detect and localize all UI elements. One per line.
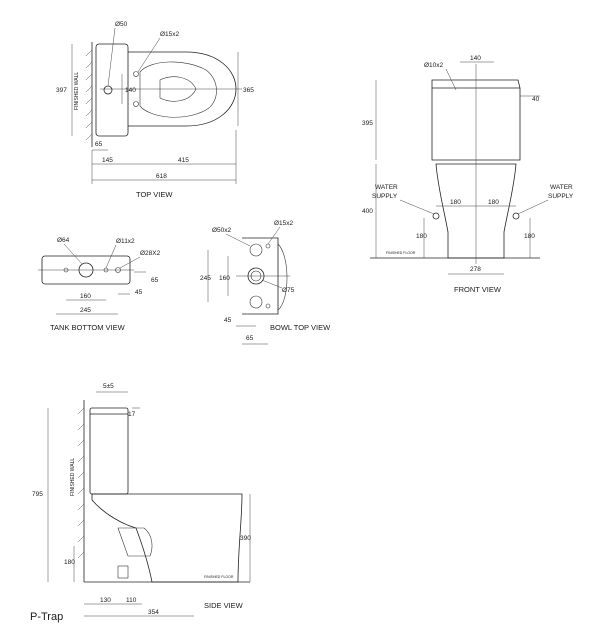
top-view-365: 365 — [243, 87, 254, 94]
bowl-top-d15x2: Ø15x2 — [274, 220, 294, 227]
top-view-397: 397 — [56, 87, 67, 94]
bowl-top-245: 245 — [200, 275, 211, 282]
top-view-618: 618 — [156, 173, 167, 180]
bowl-top-bolt-upper — [265, 243, 271, 249]
side-view-130: 130 — [100, 597, 111, 604]
side-view-110: 110 — [126, 597, 137, 604]
top-view-145: 145 — [102, 157, 113, 164]
tank-bottom-d11x2: Ø11x2 — [116, 238, 135, 245]
top-view-d15x2: Ø15x2 — [160, 31, 180, 38]
side-view-gap: 5±5 — [103, 383, 114, 390]
top-view-bolt-hole-upper — [133, 71, 139, 77]
top-view-tank — [95, 43, 129, 137]
front-view-180-left: 180 — [450, 199, 461, 206]
front-view-supply-left-1: WATER — [375, 184, 398, 191]
front-view-278: 278 — [470, 266, 481, 273]
tank-bottom-d64: Ø64 — [57, 237, 70, 244]
bowl-top-65: 65 — [246, 335, 254, 342]
side-view-17: 17 — [128, 411, 136, 418]
top-view-title: TOP VIEW — [136, 190, 173, 199]
bowl-top-d50x2-leader — [225, 233, 251, 247]
top-view-415: 415 — [178, 157, 189, 164]
top-view-140: 140 — [125, 87, 136, 94]
front-view-d10x2: Ø10x2 — [424, 62, 444, 69]
side-view-390: 390 — [240, 535, 251, 542]
side-view-wall-hatch — [77, 407, 85, 559]
front-view-supply-right-leader — [517, 199, 549, 215]
top-view-d50-leader — [107, 27, 116, 87]
bowl-top-45: 45 — [224, 317, 232, 324]
side-view-p-trap — [117, 527, 153, 557]
p-trap-label: P-Trap — [30, 611, 63, 623]
tank-bottom-title: TANK BOTTOM VIEW — [50, 323, 126, 332]
front-view-supply-right-1: WATER — [550, 184, 573, 191]
front-view-floor-label: FINISHED FLOOR — [386, 251, 416, 255]
side-view-795: 795 — [32, 491, 43, 498]
side-view-outlet — [117, 565, 129, 579]
front-view-180-vert-left: 180 — [416, 233, 427, 240]
top-view-wall-hatch — [85, 49, 93, 141]
side-view: FINISHED WALL FINISHED FLOOR 5±5 17 795 … — [32, 383, 251, 617]
top-view-bolt-hole-lower — [133, 101, 139, 107]
top-view: FINISHED WALL Ø50 Ø15x2 397 140 365 65 1… — [56, 21, 254, 199]
bowl-top-view: Ø50x2 Ø15x2 245 160 Ø75 45 65 BOWL TOP V… — [200, 220, 331, 345]
front-view-supply-left — [432, 212, 440, 220]
front-view-supply-left-2: SUPPLY — [372, 193, 398, 200]
front-view-400: 400 — [362, 208, 373, 215]
front-view-140: 140 — [470, 55, 481, 62]
tank-bottom-d11x2-leader — [105, 244, 117, 269]
tank-bottom-45: 45 — [135, 289, 143, 296]
front-view-395: 395 — [362, 120, 373, 127]
front-view-supply-right — [512, 212, 520, 220]
front-view-supply-left-leader — [399, 199, 435, 215]
top-view-outlet-hole — [103, 85, 113, 95]
side-view-floor-label: FINISHED FLOOR — [204, 575, 234, 579]
top-view-wall-label: FINISHED WALL — [74, 72, 80, 110]
side-view-tank — [89, 407, 129, 495]
side-view-180: 180 — [64, 559, 75, 566]
tank-bottom-65: 65 — [151, 277, 159, 284]
bowl-top-curve — [277, 243, 288, 311]
front-view: FINISHED FLOOR Ø10x2 140 40 395 400 WATE… — [362, 55, 574, 294]
bowl-top-160: 160 — [219, 275, 230, 282]
top-view-bowl-rim — [139, 61, 217, 118]
side-view-title: SIDE VIEW — [204, 601, 244, 610]
front-view-180-right: 180 — [488, 199, 499, 206]
top-view-d15x2-leader — [137, 37, 161, 73]
top-view-65: 65 — [95, 141, 103, 148]
tank-bottom-view: Ø64 Ø11x2 Ø28X2 65 45 160 245 TANK BOTTO… — [38, 237, 161, 332]
top-view-d50: Ø50 — [115, 21, 128, 28]
tank-bottom-d64-leader — [63, 243, 83, 265]
front-view-supply-right-2: SUPPLY — [548, 193, 574, 200]
side-view-wall-label: FINISHED WALL — [70, 458, 76, 496]
side-view-bowl — [91, 493, 243, 583]
tank-bottom-d28x2: Ø28X2 — [140, 250, 161, 257]
bowl-top-hole-lower — [249, 295, 263, 309]
bowl-top-hole-upper — [249, 243, 263, 257]
bowl-top-d75-leader — [261, 279, 283, 289]
side-view-354: 354 — [148, 609, 159, 616]
bowl-top-bolt-lower — [265, 303, 271, 309]
bowl-top-d75: Ø75 — [282, 287, 295, 294]
tank-bottom-d28x2-leader — [119, 256, 141, 269]
tank-bottom-160: 160 — [80, 293, 91, 300]
bowl-top-d15x2-leader — [267, 226, 281, 245]
front-view-title: FRONT VIEW — [454, 285, 502, 294]
front-view-40: 40 — [532, 96, 540, 103]
bowl-top-d50x2: Ø50x2 — [212, 227, 232, 234]
bowl-top-title: BOWL TOP VIEW — [270, 323, 331, 332]
tank-bottom-245: 245 — [80, 307, 91, 314]
front-view-d10x2-leader — [445, 68, 457, 91]
front-view-180-vert-right: 180 — [524, 233, 535, 240]
